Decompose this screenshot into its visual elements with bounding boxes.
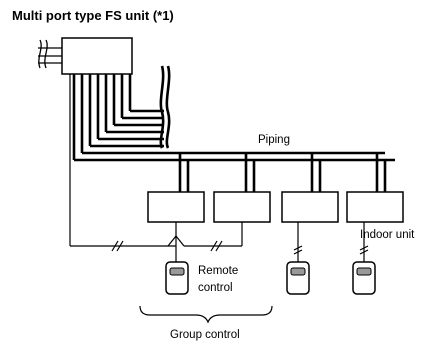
group-control-brace [139, 305, 273, 324]
piping-label: Piping [258, 134, 290, 146]
remote-control-1 [165, 261, 189, 295]
remote-control-2 [286, 261, 310, 295]
wire-break-marks [111, 240, 369, 255]
remote-control-label-line2: control [198, 282, 233, 294]
remote-control-3 [352, 261, 376, 295]
fs-unit-pipes [72, 65, 395, 162]
control-wiring [69, 74, 365, 262]
indoor-unit-label: Indoor unit [360, 229, 415, 241]
fs-unit-box [61, 37, 133, 75]
remote-control-label-line1: Remote [198, 265, 238, 277]
left-wave-cut [38, 39, 62, 69]
group-control-label: Group control [170, 329, 240, 341]
diagram-title: Multi port type FS unit (*1) [12, 8, 174, 23]
indoor-unit-3 [281, 191, 339, 223]
indoor-unit-1 [147, 191, 205, 223]
indoor-unit-2 [213, 191, 271, 223]
indoor-unit-4 [346, 191, 404, 223]
indoor-unit-pipes [178, 153, 387, 192]
